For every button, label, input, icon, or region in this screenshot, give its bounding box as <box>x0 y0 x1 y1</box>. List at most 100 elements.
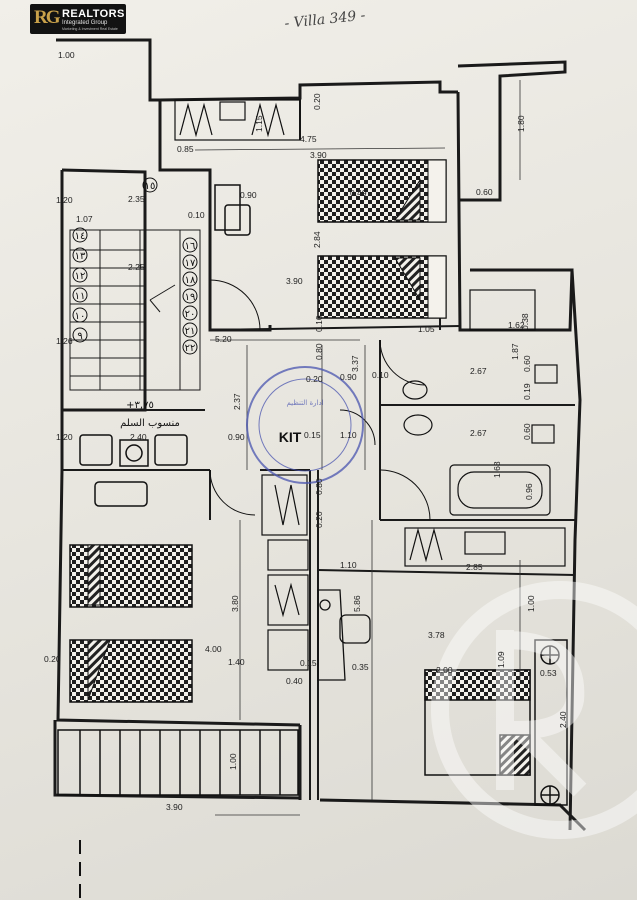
rg-watermark <box>431 581 637 839</box>
realtors-logo: RG REALTORS Integrated Group Marketing &… <box>30 4 126 34</box>
dim-text: 2.67 <box>470 366 487 376</box>
handwritten-villa-label: - Villa 349 - <box>284 8 367 32</box>
stair-number: ١٦ <box>185 241 196 252</box>
stair-number: ١٩ <box>185 292 196 303</box>
dim-text: 2.25 <box>128 262 145 272</box>
dim-text: 0.96 <box>524 483 534 500</box>
staircase <box>69 229 201 391</box>
approval-stamp: ادارة التنظيم <box>246 366 364 484</box>
bed-left-top <box>69 544 193 608</box>
dim-text: 0.80 <box>314 343 324 360</box>
dimension-lines <box>194 80 521 816</box>
dim-text: 4.75 <box>300 134 317 144</box>
dim-text: 0.15 <box>300 658 317 668</box>
dim-text: 1.10 <box>340 430 357 440</box>
dim-text: 2.85 <box>466 562 483 572</box>
balcony-rail-right <box>534 639 568 806</box>
dim-text: 0.10 <box>188 210 205 220</box>
dim-text: 1.09 <box>496 651 506 668</box>
logo-tagline: Integrated Group <box>62 20 108 26</box>
dim-text: 2.40 <box>130 432 147 442</box>
dim-text: 1.87 <box>510 343 520 360</box>
dim-text: 0.60 <box>522 355 532 372</box>
dim-text: 1.20 <box>56 432 73 442</box>
kitchen-counter <box>317 589 371 681</box>
dim-text: 0.20 <box>314 511 324 528</box>
stair-number: ١٢ <box>75 271 86 282</box>
balcony-rail-bottom <box>57 729 299 796</box>
dim-text: 0.35 <box>352 662 369 672</box>
stair-number: ١٨ <box>185 275 196 286</box>
stair-number: ٢١ <box>185 326 196 337</box>
dim-text: 3.78 <box>428 630 445 640</box>
dim-text: 1.10 <box>340 560 357 570</box>
dim-text: 3.90 <box>310 150 327 160</box>
dim-text: 4.00 <box>205 644 222 654</box>
wardrobes <box>174 99 566 671</box>
dim-text: 1.20 <box>56 195 73 205</box>
dim-text: 0.38 <box>520 313 530 330</box>
logo-subline: Marketing & Investment Real Estate <box>62 27 118 31</box>
stair-number: ٢٠ <box>185 309 196 320</box>
dim-text: 5.86 <box>352 595 362 612</box>
dim-text: 0.20 <box>306 374 323 384</box>
dim-text: 1.00 <box>228 753 238 770</box>
bed-master-bottom <box>317 255 447 319</box>
dim-text: 0.85 <box>177 144 194 154</box>
dim-text: 0.90 <box>340 372 357 382</box>
bed-master-top <box>317 159 447 223</box>
bed-bottom-right <box>424 669 531 776</box>
dim-text: 0.10 <box>372 370 389 380</box>
dim-text: 2.37 <box>232 393 242 410</box>
dim-text: 1.80 <box>516 115 526 132</box>
logo-mark: RG <box>34 7 60 28</box>
stair-number: ١١ <box>75 291 86 302</box>
kitchen-label: KIT <box>279 429 302 445</box>
dim-text: 1.26 <box>56 336 73 346</box>
dim-text: 1.40 <box>228 657 245 667</box>
dim-text: 1.62 <box>508 320 525 330</box>
dim-text: 0.10 <box>314 315 324 332</box>
dim-text: 2.00 <box>436 665 453 675</box>
stair-number: ١٥ <box>145 181 156 192</box>
stair-number: ٩ <box>77 331 82 342</box>
dim-text: 3.90 <box>166 802 183 812</box>
dim-text: 3.90 <box>286 276 303 286</box>
dim-text: 1.00 <box>526 595 536 612</box>
logo-brand: REALTORS <box>62 8 125 20</box>
bed-left-bottom <box>69 639 193 703</box>
dim-text: 0.60 <box>522 423 532 440</box>
dim-text: 1.05 <box>418 324 435 334</box>
dim-text: 3.80 <box>230 595 240 612</box>
dim-text: 2.40 <box>558 711 568 728</box>
dim-text: 1.68 <box>492 461 502 478</box>
dim-text: 0.53 <box>540 668 557 678</box>
dim-text: 0.19 <box>522 383 532 400</box>
dimension-labels: 1.00 0.20 0.85 1.15 4.75 3.90 1.80 0.60 … <box>44 50 568 812</box>
dim-text: 1.07 <box>76 214 93 224</box>
dim-text: 2.67 <box>470 428 487 438</box>
dim-text: 5.20 <box>215 334 232 344</box>
dim-text: 3.37 <box>350 355 360 372</box>
stair-step-numbers: ١٥ ١٤ ١٣ ١٢ ١١ ١٠ ٩ ١٦ ١٧ ١٨ ١٩ ٢٠ ٢١ ٢٢ <box>72 177 198 355</box>
level-label: +٣,٧٥ <box>126 400 154 411</box>
dim-text: 0.20 <box>312 93 322 110</box>
seating <box>79 184 251 507</box>
dim-text: 1.15 <box>254 115 264 132</box>
stair-level-label: منسوب السلم <box>120 418 180 429</box>
dim-text: 0.90 <box>240 190 257 200</box>
dim-text: 0.90 <box>228 432 245 442</box>
stamp-text: ادارة التنظيم <box>286 399 323 407</box>
dim-text: 2.35 <box>128 194 145 204</box>
dim-text: 0.49 <box>350 188 367 198</box>
dim-text: 2.84 <box>312 231 322 248</box>
dim-text: 0.15 <box>304 430 321 440</box>
dim-text: 0.80 <box>314 478 324 495</box>
dim-text: 1.00 <box>58 50 75 60</box>
dim-text: 0.20 <box>44 654 61 664</box>
dim-text: 0.60 <box>476 187 493 197</box>
stair-number: ١٧ <box>185 258 196 269</box>
stair-number: ١٠ <box>75 311 86 322</box>
